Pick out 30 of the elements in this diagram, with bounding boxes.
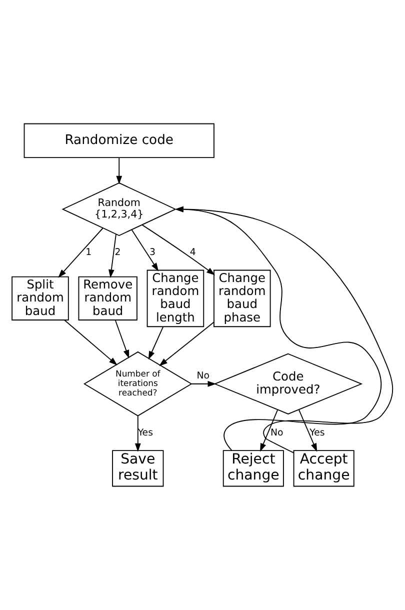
arrow <box>142 224 215 276</box>
edge-label: 4 <box>190 247 196 258</box>
arrow <box>131 230 159 272</box>
arrow <box>148 326 164 360</box>
node-diamond: Code improved? <box>214 353 363 414</box>
arrow <box>64 320 118 366</box>
node-box: Change random baud phase <box>214 270 271 328</box>
node-box: Reject change <box>222 450 284 487</box>
arrow <box>108 234 116 278</box>
node-box: Remove random baud <box>78 276 138 320</box>
arrow <box>159 322 214 366</box>
node-box: Split random baud <box>12 276 69 320</box>
arrow <box>58 228 104 278</box>
edge-label: No <box>270 428 284 439</box>
arrow <box>134 415 141 452</box>
arrow <box>298 409 318 452</box>
edge-label: 1 <box>86 247 92 258</box>
edge-label: 3 <box>149 247 156 258</box>
node-diamond: Random {1,2,3,4} <box>62 182 177 236</box>
node-box: Randomize code <box>24 123 214 158</box>
node-box: Accept change <box>293 450 354 487</box>
arrow <box>116 157 122 184</box>
arrow <box>260 410 278 452</box>
arrow <box>191 380 216 387</box>
arrow <box>114 320 130 358</box>
node-box: Save result <box>112 450 164 487</box>
edge-label: No <box>196 370 210 382</box>
edge-label: Yes <box>310 428 325 439</box>
edge-label: 2 <box>114 247 121 258</box>
node-box: Change random baud length <box>146 270 204 328</box>
